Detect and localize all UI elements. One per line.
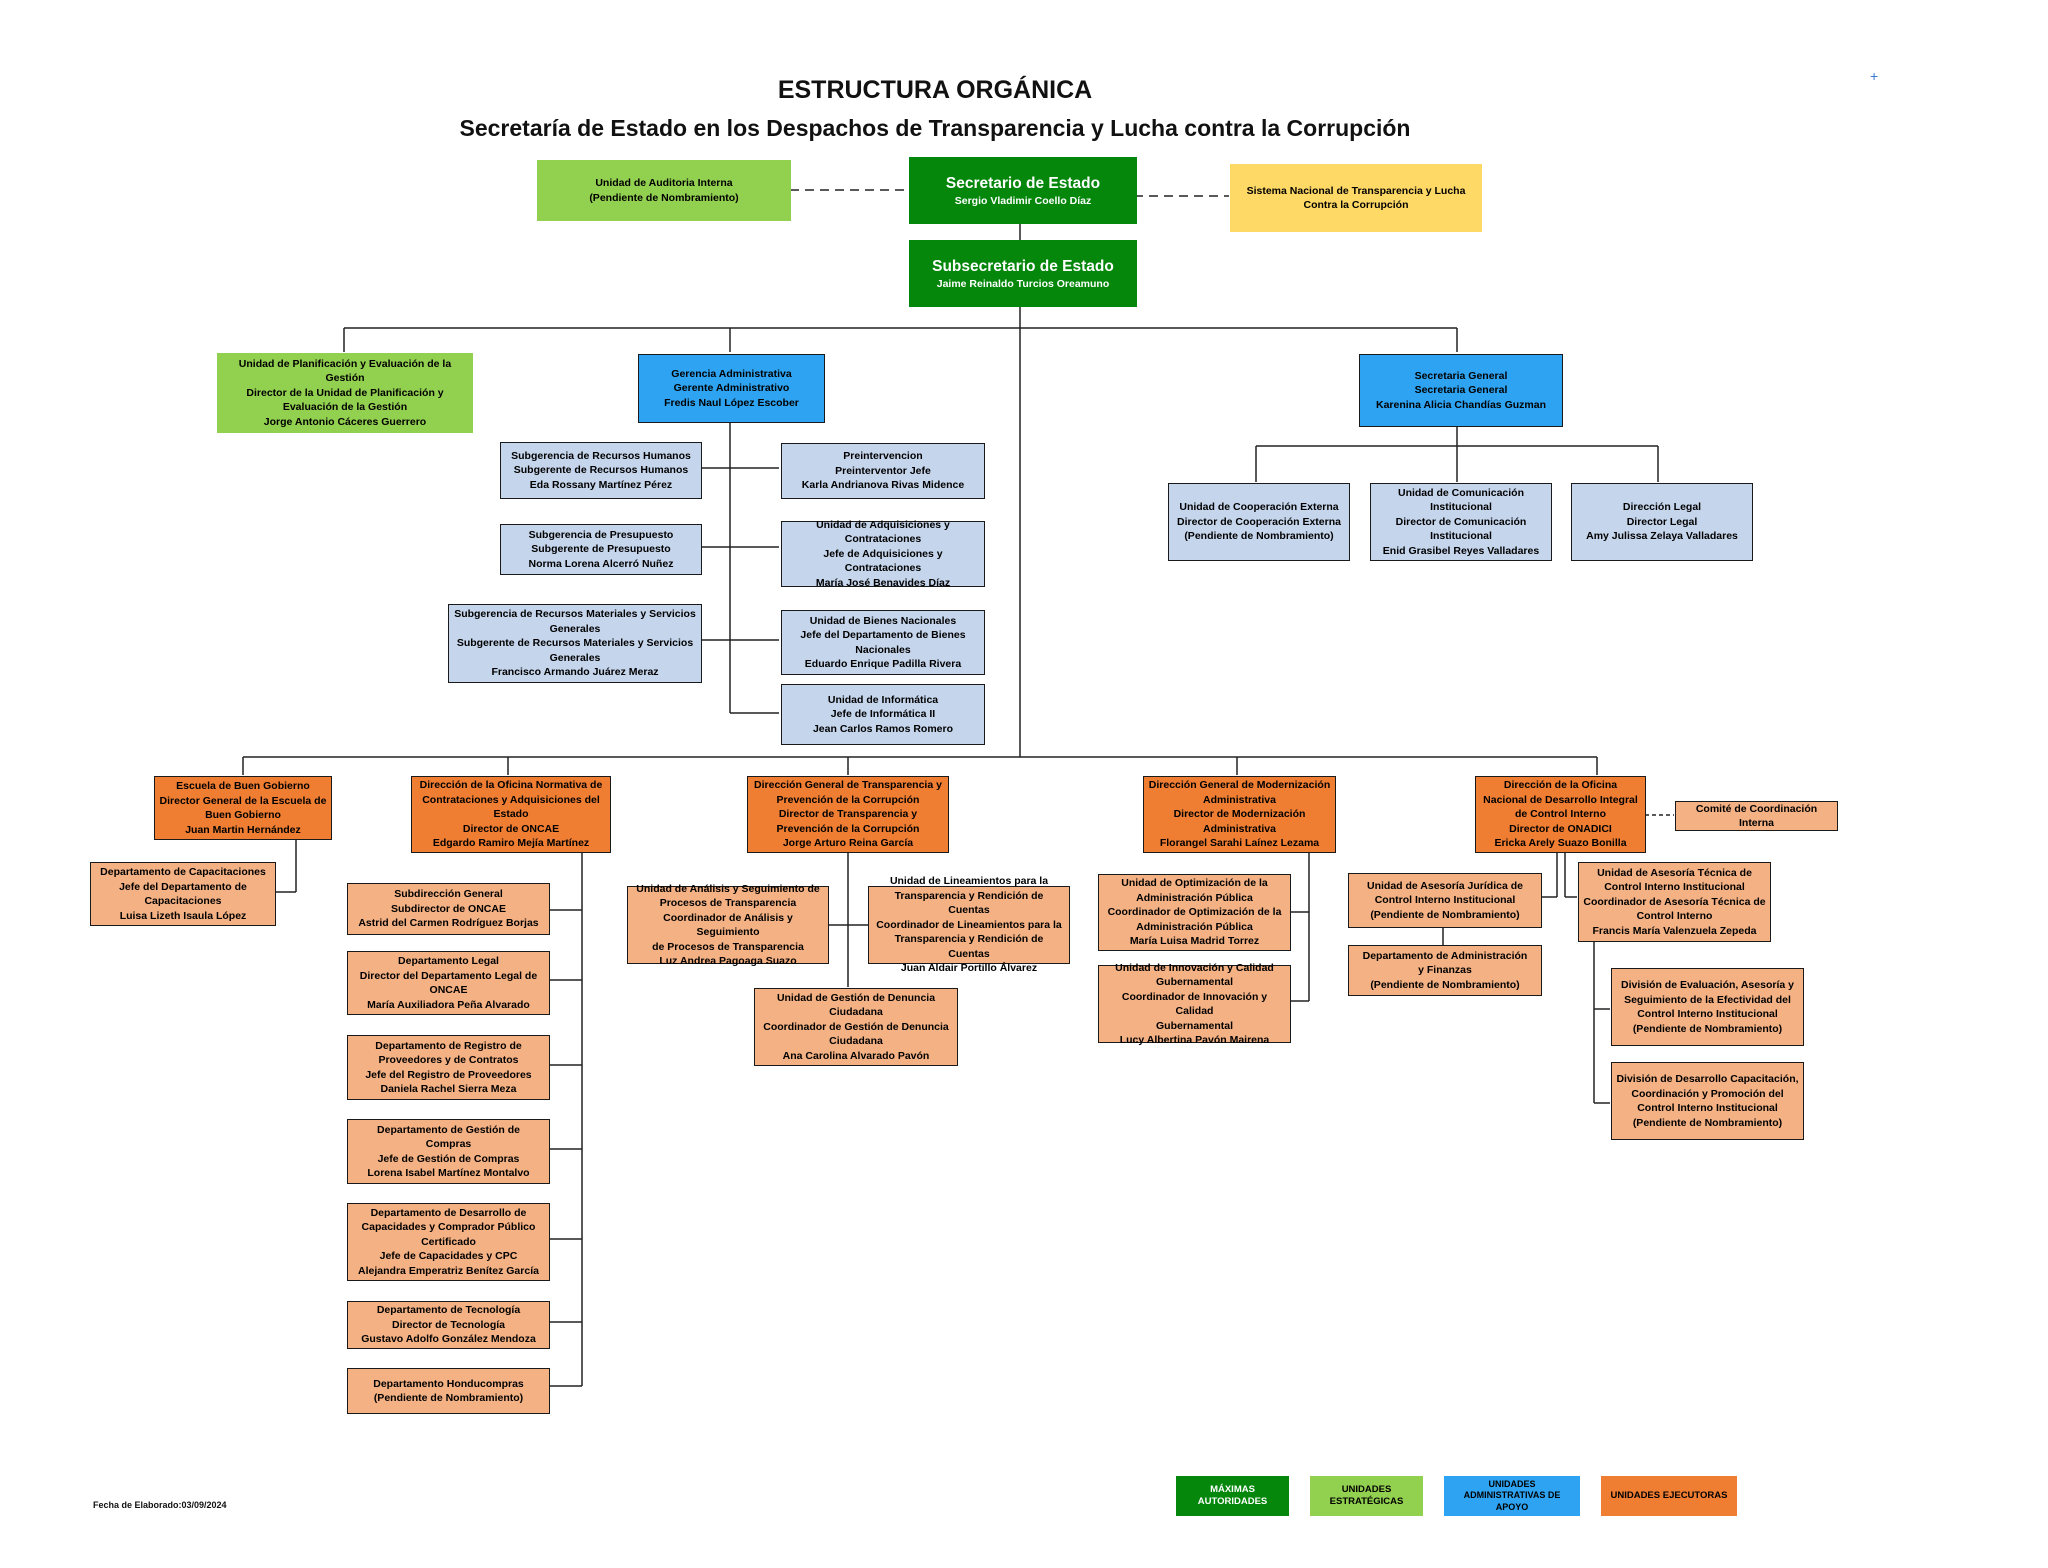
subgerencia-materiales-box: Subgerencia de Recursos Materiales y Ser… xyxy=(448,604,702,683)
modernizacion-box: Dirección General de Modernización Admin… xyxy=(1143,776,1336,853)
bienes-nacionales-box: Unidad de Bienes Nacionales Jefe del Dep… xyxy=(781,610,985,675)
onadici-box: Dirección de la Oficina Nacional de Desa… xyxy=(1475,776,1646,853)
asesoria-tecnica-box: Unidad de Asesoría Técnica de Control In… xyxy=(1578,862,1771,942)
comunicacion-institucional-box: Unidad de Comunicación Institucional Dir… xyxy=(1370,483,1552,561)
division-evaluacion-box: División de Evaluación, Asesoría y Segui… xyxy=(1611,968,1804,1046)
comite-coordinacion-box: Comité de Coordinación Interna xyxy=(1675,801,1838,831)
legend-unidades-apoyo: UNIDADES ADMINISTRATIVAS DE APOYO xyxy=(1444,1476,1580,1516)
gerencia-administrativa-box: Gerencia Administrativa Gerente Administ… xyxy=(638,354,825,423)
analisis-seguimiento-box: Unidad de Análisis y Seguimiento de Proc… xyxy=(627,883,829,967)
oncae-tecnologia-box: Departamento de Tecnología Director de T… xyxy=(347,1301,550,1349)
direccion-legal-box: Dirección Legal Director Legal Amy Julis… xyxy=(1571,483,1753,561)
subsecretario-name: Jaime Reinaldo Turcios Oreamuno xyxy=(936,277,1110,290)
administracion-finanzas-box: Departamento de Administración y Finanza… xyxy=(1348,945,1542,996)
secretario-role: Secretario de Estado xyxy=(945,174,1101,192)
subsecretario-de-estado-box: Subsecretario de Estado Jaime Reinaldo T… xyxy=(909,240,1137,307)
legend-unidades-estrategicas: UNIDADES ESTRATÉGICAS xyxy=(1310,1476,1423,1516)
secretario-name: Sergio Vladimir Coello Díaz xyxy=(954,194,1092,207)
auditoria-interna-box: Unidad de Auditoria Interna (Pendiente d… xyxy=(537,160,791,221)
departamento-capacitaciones-box: Departamento de Capacitaciones Jefe del … xyxy=(90,862,276,926)
legend-maximas-autoridades: MÁXIMAS AUTORIDADES xyxy=(1176,1476,1289,1516)
transparencia-box: Dirección General de Transparencia y Pre… xyxy=(747,776,949,853)
optimizacion-box: Unidad de Optimización de la Administrac… xyxy=(1098,874,1291,951)
preintervencion-box: Preintervencion Preinterventor Jefe Karl… xyxy=(781,443,985,499)
escuela-buen-gobierno-box: Escuela de Buen Gobierno Director Genera… xyxy=(154,776,332,840)
oncae-legal-box: Departamento Legal Director del Departam… xyxy=(347,951,550,1015)
gestion-denuncia-box: Unidad de Gestión de Denuncia Ciudadana … xyxy=(754,988,958,1066)
secretaria-general-box: Secretaria General Secretaria General Ka… xyxy=(1359,354,1563,427)
cooperacion-externa-box: Unidad de Cooperación Externa Director d… xyxy=(1168,483,1350,561)
asesoria-juridica-box: Unidad de Asesoría Jurídica de Control I… xyxy=(1348,873,1542,928)
oncae-desarrollo-capacidades-box: Departamento de Desarrollo de Capacidade… xyxy=(347,1203,550,1281)
page-subtitle: Secretaría de Estado en los Despachos de… xyxy=(459,115,1411,141)
subsecretario-role: Subsecretario de Estado xyxy=(932,257,1114,275)
subgerencia-presupuesto-box: Subgerencia de Presupuesto Subgerente de… xyxy=(500,524,702,575)
oncae-box: Dirección de la Oficina Normativa de Con… xyxy=(411,776,611,853)
division-desarrollo-box: División de Desarrollo Capacitación, Coo… xyxy=(1611,1062,1804,1140)
subgerencia-rrhh-box: Subgerencia de Recursos Humanos Subgeren… xyxy=(500,442,702,499)
fecha-elaborado: Fecha de Elaborado:03/09/2024 xyxy=(93,1500,227,1510)
oncae-subdireccion-box: Subdirección General Subdirector de ONCA… xyxy=(347,883,550,935)
lineamientos-box: Unidad de Lineamientos para la Transpare… xyxy=(868,875,1070,974)
adquisiciones-box: Unidad de Adquisiciones y Contrataciones… xyxy=(781,519,985,589)
oncae-registro-box: Departamento de Registro de Proveedores … xyxy=(347,1035,550,1100)
planificacion-box: Unidad de Planificación y Evaluación de … xyxy=(217,353,473,433)
oncae-gestion-compras-box: Departamento de Gestión de Compras Jefe … xyxy=(347,1119,550,1184)
innovacion-calidad-box: Unidad de Innovación y Calidad Gubername… xyxy=(1098,962,1291,1046)
sistema-nacional-box: Sistema Nacional de Transparencia y Luch… xyxy=(1230,164,1482,232)
informatica-box: Unidad de Informática Jefe de Informátic… xyxy=(781,684,985,745)
corner-mark: + xyxy=(1870,68,1879,84)
page-title: ESTRUCTURA ORGÁNICA xyxy=(777,76,1093,104)
oncae-honducompras-box: Departamento Honducompras (Pendiente de … xyxy=(347,1368,550,1414)
secretario-de-estado-box: Secretario de Estado Sergio Vladimir Coe… xyxy=(909,157,1137,224)
legend-unidades-ejecutoras: UNIDADES EJECUTORAS xyxy=(1601,1476,1737,1516)
